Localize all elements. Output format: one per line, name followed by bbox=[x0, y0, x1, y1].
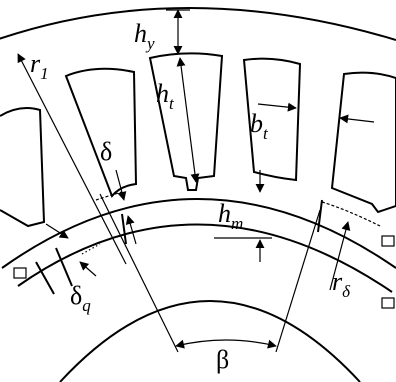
magnet-side-edge bbox=[35, 261, 55, 295]
dimension-b_t-right bbox=[339, 114, 375, 124]
magnet-side-edge bbox=[317, 199, 323, 233]
label-r_delta: rδ bbox=[332, 267, 351, 301]
dimension-beta bbox=[175, 339, 277, 349]
notch bbox=[381, 235, 395, 247]
label-h_t: ht bbox=[156, 79, 175, 113]
stator-slot bbox=[64, 67, 138, 198]
label-h_m: hm bbox=[218, 199, 243, 233]
dimension-r_delta bbox=[329, 221, 351, 291]
stator-slot bbox=[0, 107, 46, 228]
stator-slot bbox=[148, 52, 224, 191]
notch bbox=[381, 297, 395, 309]
pole-pitch-line bbox=[99, 193, 179, 353]
air-gap-dash bbox=[95, 191, 123, 201]
notch bbox=[13, 267, 27, 279]
label-b_t: bt bbox=[250, 109, 269, 143]
stator-slot bbox=[330, 71, 396, 214]
label-delta_q: δq bbox=[70, 281, 91, 315]
stator-slot bbox=[242, 57, 302, 182]
label-r_1: r1 bbox=[30, 49, 49, 83]
label-delta: δ bbox=[100, 137, 112, 166]
dimension-delta_q-right bbox=[79, 261, 97, 277]
label-beta: β bbox=[216, 345, 229, 374]
air-gap-dash bbox=[321, 201, 381, 227]
air-gap-dot bbox=[81, 243, 101, 255]
stator-inner-edge bbox=[1, 198, 396, 269]
magnet-side-edge bbox=[55, 247, 73, 287]
magnet-side-edge bbox=[121, 213, 127, 245]
rotor-core-edge bbox=[59, 300, 361, 382]
dimension-h_t bbox=[176, 57, 200, 183]
magnet-outer-edge bbox=[17, 223, 393, 293]
dimension-delta_q-left bbox=[45, 223, 69, 239]
dimension-r_1 bbox=[17, 53, 127, 265]
dimension-delta-top bbox=[115, 169, 127, 201]
pole-pitch-line bbox=[275, 209, 321, 353]
dimension-delta-bottom bbox=[125, 215, 137, 245]
label-h_y: hy bbox=[134, 19, 155, 53]
stator-outer-edge bbox=[0, 7, 396, 41]
dimension-b_t-left bbox=[257, 102, 297, 112]
